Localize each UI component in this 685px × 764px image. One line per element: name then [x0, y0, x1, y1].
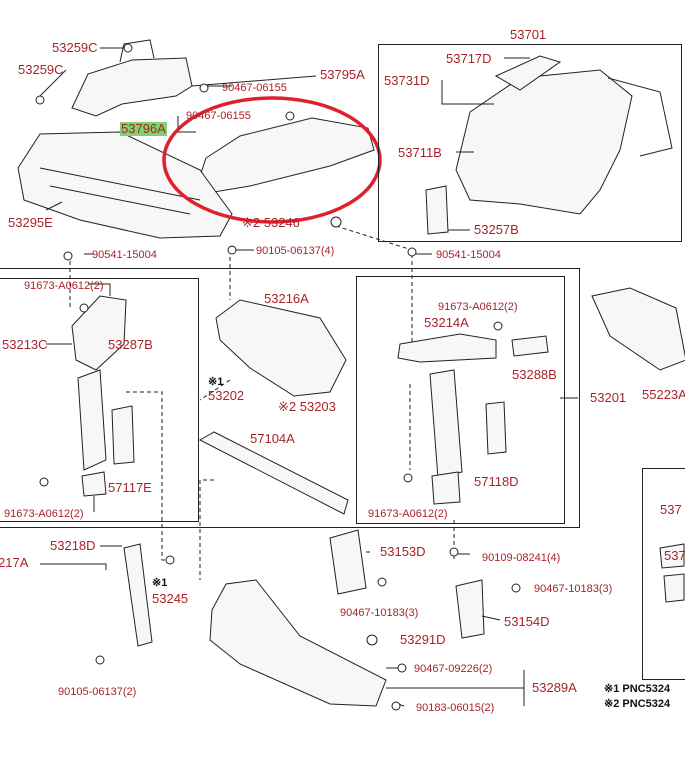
label-90467-06155-b: 90467-06155 — [186, 110, 251, 122]
label-537-a: 537 — [660, 502, 682, 517]
part-57117e-seal — [111, 405, 135, 465]
frame-left-bracket — [0, 278, 199, 522]
label-537-b: 537 — [664, 548, 685, 563]
label-53203: ※2 53203 — [278, 399, 336, 414]
label-90467-06155-a: 90467-06155 — [222, 82, 287, 94]
part-55223a-shape — [591, 287, 685, 371]
label-90109-08241: 90109-08241(4) — [482, 552, 561, 564]
note-mark-1: ※1 — [208, 376, 224, 388]
label-90105-06137-2: 90105-06137(2) — [58, 686, 137, 698]
label-57118d: 57118D — [474, 474, 519, 489]
part-57118d-shape — [429, 369, 463, 479]
part-53295e-detail — [39, 167, 201, 215]
label-53218d: 53218D — [50, 538, 96, 553]
part-53257b-shape — [425, 185, 449, 235]
note-pnc-2: ※2 PNC5324 — [604, 698, 671, 710]
part-53218d-shape — [123, 543, 153, 647]
label-53259c-top: 53259C — [52, 40, 98, 55]
label-90183-06015: 90183-06015(2) — [416, 702, 495, 714]
label-91673-a0612-b: 91673-A0612(2) — [4, 508, 84, 520]
label-53202: ※1 53202 — [208, 374, 244, 403]
fasteners — [35, 43, 521, 711]
label-53796a: 53796A — [120, 121, 167, 136]
label-53216a: 53216A — [264, 291, 309, 306]
label-53213c: 53213C — [2, 337, 48, 352]
label-53201: 53201 — [590, 390, 627, 405]
label-90467-10183-b: 90467-10183(3) — [340, 607, 419, 619]
label-53257b: 53257B — [474, 222, 519, 237]
label-53701: 53701 — [510, 27, 547, 42]
highlight-circle — [162, 96, 382, 224]
part-53701-detail — [607, 77, 673, 157]
dashed-connectors — [69, 225, 455, 580]
label-53246: ※2 53246 — [242, 215, 300, 230]
part-small-block-b — [431, 471, 461, 505]
label-53287b: 53287B — [108, 337, 153, 352]
part-53154d-shape — [455, 579, 485, 639]
note-pnc-1: ※1 PNC5324 — [604, 683, 671, 695]
note-mark-1b: ※1 — [152, 577, 168, 589]
part-small-block-a — [81, 471, 107, 497]
leader-lines — [39, 47, 578, 707]
label-53202-num: 53202 — [208, 388, 245, 403]
label-53245: ※1 53245 — [152, 574, 188, 606]
part-small-right-a — [659, 543, 685, 569]
part-57117e-shape — [77, 369, 107, 471]
label-53288b: 53288B — [512, 367, 557, 382]
label-53154d: 53154D — [504, 614, 550, 629]
part-small-right-b — [663, 573, 685, 603]
label-90467-09226: 90467-09226(2) — [414, 663, 493, 675]
label-91673-a0612-c: 91673-A0612(2) — [438, 301, 518, 313]
frame-53201 — [0, 268, 580, 528]
label-53259c-left: 53259C — [18, 62, 64, 77]
part-53796a-shape — [199, 117, 375, 193]
label-53795a: 53795A — [320, 67, 365, 82]
label-90467-10183-a: 90467-10183(3) — [534, 583, 613, 595]
label-53291d: 53291D — [400, 632, 446, 647]
label-217a: 217A — [0, 555, 29, 570]
label-57104a: 57104A — [250, 431, 295, 446]
part-53153d-shape — [329, 529, 367, 595]
label-90541-15004-a: 90541-15004 — [92, 249, 157, 261]
label-53717d: 53717D — [446, 51, 492, 66]
label-91673-a0612-a: 91673-A0612(2) — [24, 280, 104, 292]
part-57104a-shape — [198, 431, 349, 515]
label-90541-15004-b: 90541-15004 — [436, 249, 501, 261]
label-53711b: 53711B — [398, 145, 442, 160]
part-57118d-seal — [485, 401, 507, 455]
part-53213c-shape — [71, 295, 127, 371]
label-53295e: 53295E — [8, 215, 53, 230]
label-53245-num: 53245 — [152, 591, 189, 606]
frame-53701 — [378, 44, 682, 242]
part-53214a-shape — [397, 333, 497, 363]
label-53731d: 53731D — [384, 73, 430, 88]
label-55223a: 55223A — [642, 387, 685, 402]
part-53795a-shape — [71, 57, 193, 117]
label-57117e: 57117E — [108, 480, 152, 495]
label-91673-a0612-d: 91673-A0612(2) — [368, 508, 448, 520]
part-53717d-shape — [494, 55, 562, 91]
label-53214a: 53214A — [424, 315, 469, 330]
part-53289a-shape — [209, 579, 387, 707]
label-53289a: 53289A — [532, 680, 577, 695]
label-90105-06137-4: 90105-06137(4) — [256, 245, 335, 257]
part-53795a-detail — [119, 39, 155, 63]
frame-537-partial — [642, 468, 685, 680]
part-53216a-shape — [215, 299, 347, 397]
part-53701-shape — [455, 69, 633, 215]
part-53288b-shape — [511, 335, 549, 357]
frame-right-bracket — [356, 276, 565, 524]
label-53153d: 53153D — [380, 544, 426, 559]
